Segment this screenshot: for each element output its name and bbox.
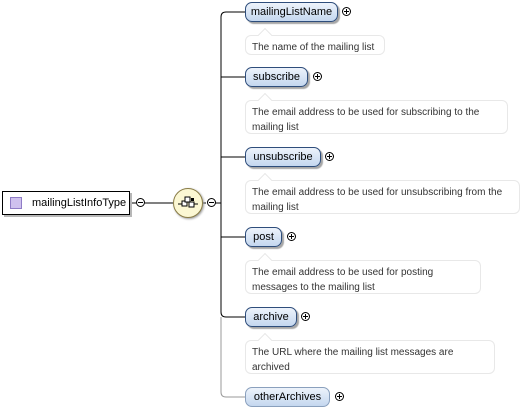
element-post[interactable]: post [245,227,282,247]
expand-element-icon[interactable] [287,232,296,241]
element-subscribe[interactable]: subscribe [245,67,308,87]
element-documentation: The URL where the mailing list messages … [245,340,495,374]
element-documentation: The email address to be used for unsubsc… [245,180,520,214]
element-label: mailingListName [250,6,333,18]
element-documentation: The name of the mailing list [245,35,385,55]
element-label: otherArchives [253,391,322,403]
expand-element-icon[interactable] [342,7,351,16]
element-label: archive [253,311,289,323]
collapse-type-icon[interactable] [136,198,145,207]
element-label: unsubscribe [253,151,313,163]
element-other-archives[interactable]: otherArchives [245,387,330,407]
element-label: post [253,231,274,243]
expand-element-icon[interactable] [301,312,310,321]
element-unsubscribe[interactable]: unsubscribe [245,147,321,167]
element-archive[interactable]: archive [245,307,297,327]
element-documentation: The email address to be used for posting… [245,260,481,294]
collapse-sequence-icon[interactable] [207,198,216,207]
complex-type-icon [10,197,22,209]
element-documentation: The email address to be used for subscri… [245,100,508,134]
element-label: subscribe [252,71,301,83]
sequence-compositor[interactable] [173,188,203,218]
complex-type-box[interactable]: mailingListInfoType [2,191,130,215]
expand-element-icon[interactable] [335,392,344,401]
complex-type-name: mailingListInfoType [32,197,127,209]
sequence-icon [178,196,198,208]
expand-element-icon[interactable] [325,152,334,161]
element-mailing-list-name[interactable]: mailingListName [245,2,338,22]
expand-element-icon[interactable] [313,72,322,81]
